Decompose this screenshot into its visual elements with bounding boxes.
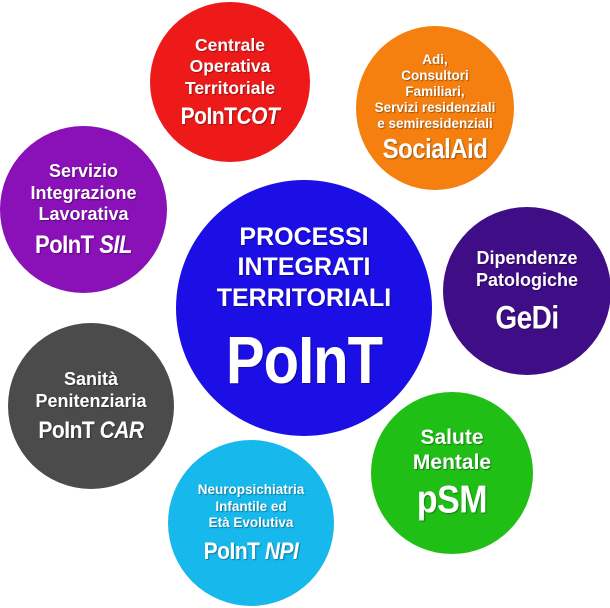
circle-sil: Servizio Integrazione Lavorativa PoInT S… — [0, 126, 167, 293]
npi-code: PoInT NPI — [204, 538, 299, 566]
sil-title-line: Integrazione — [30, 182, 137, 203]
npi-title-line: Neuropsichiatria — [197, 482, 305, 498]
center-title-line: TERRITORIALI — [216, 283, 392, 312]
center-title: PROCESSI INTEGRATI TERRITORIALI — [217, 222, 392, 314]
circle-gedi: Dipendenze Patologiche GeDi — [443, 207, 610, 375]
socialaid-title-line: Adi, — [422, 51, 448, 67]
cot-code-prefix: PoInT — [180, 103, 237, 130]
center-title-line: PROCESSI — [239, 222, 369, 251]
car-code-prefix: PoInT — [38, 417, 95, 444]
cot-title: Centrale Operativa Territoriale — [185, 35, 275, 99]
sil-code-prefix: PoInT — [35, 230, 94, 260]
socialaid-title-line: Familiari, — [405, 83, 465, 99]
sil-title-line: Servizio — [48, 160, 118, 181]
circle-socialaid: Adi, Consultori Familiari, Servizi resid… — [356, 26, 514, 190]
npi-code-suffix: NPI — [264, 537, 299, 565]
cot-code: PoInTCOT — [181, 103, 280, 131]
car-code: PoInT CAR — [38, 417, 145, 445]
circle-cot: Centrale Operativa Territoriale PoInTCOT — [150, 2, 310, 162]
gedi-code: GeDi — [495, 299, 559, 336]
npi-title: Neuropsichiatria Infantile ed Età Evolut… — [198, 482, 305, 531]
sil-title-line: Lavorativa — [38, 204, 129, 225]
center-code: PoInT — [225, 323, 383, 399]
socialaid-title-line: Servizi residenziali — [374, 100, 496, 116]
socialaid-title-line: e semiresidenziali — [377, 116, 493, 132]
socialaid-title-line: Consultori — [401, 67, 469, 83]
npi-title-line: Età Evolutiva — [208, 515, 294, 531]
psm-title-line: Salute — [420, 426, 484, 450]
socialaid-code: SocialAid — [382, 134, 488, 166]
gedi-title-line: Patologiche — [475, 270, 578, 290]
psm-title-line: Mentale — [412, 450, 492, 474]
sil-title: Servizio Integrazione Lavorativa — [30, 161, 136, 227]
car-title-line: Sanità — [63, 369, 118, 390]
car-title: Sanità Penitenziaria — [35, 369, 146, 413]
psm-title: Salute Mentale — [413, 426, 491, 474]
psm-code: pSM — [416, 477, 488, 522]
sil-code: PoInT SIL — [35, 230, 132, 260]
cot-title-line: Territoriale — [184, 77, 276, 98]
npi-code-prefix: PoInT — [203, 537, 260, 565]
circle-npi: Neuropsichiatria Infantile ed Età Evolut… — [168, 440, 334, 606]
gedi-title: Dipendenze Patologiche — [476, 248, 578, 292]
gedi-title-line: Dipendenze — [476, 248, 578, 269]
npi-title-line: Infantile ed — [215, 498, 287, 514]
center-title-line: INTEGRATI — [237, 253, 371, 282]
circle-point-center: PROCESSI INTEGRATI TERRITORIALI PoInT — [176, 180, 432, 436]
cot-code-suffix: COT — [236, 103, 280, 130]
circle-car: Sanità Penitenziaria PoInT CAR — [8, 323, 174, 489]
cot-title-line: Centrale — [194, 34, 266, 55]
car-title-line: Penitenziaria — [35, 391, 147, 411]
socialaid-title: Adi, Consultori Familiari, Servizi resid… — [375, 52, 496, 133]
sil-code-suffix: SIL — [99, 230, 132, 260]
cot-title-line: Operativa — [189, 56, 271, 77]
circle-psm: Salute Mentale pSM — [371, 392, 533, 554]
car-code-suffix: CAR — [99, 417, 145, 444]
